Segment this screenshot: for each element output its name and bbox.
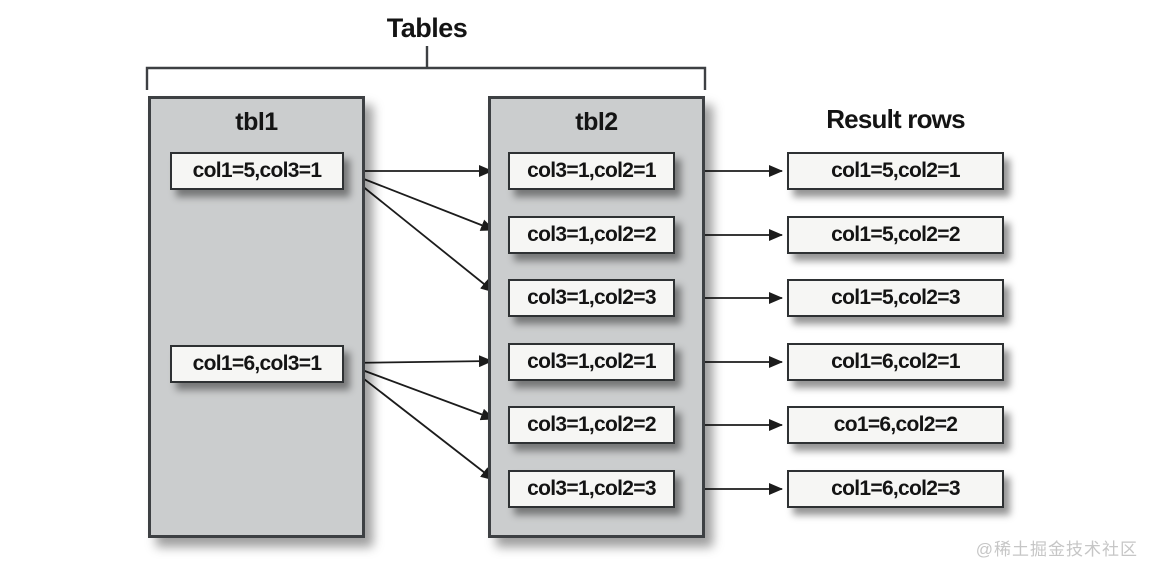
tbl2-row: col3=1,col2=3 [508,470,675,508]
tbl2-title: tbl2 [575,108,618,136]
result-row: col1=5,col2=3 [787,279,1004,317]
tbl2-row: col3=1,col2=1 [508,152,675,190]
tbl2-row: col3=1,col2=1 [508,343,675,381]
diagram-title: Tables [386,13,468,43]
watermark: @稀土掘金技术社区 [975,540,1138,559]
result-row: col1=6,col2=1 [787,343,1004,381]
result-row: co1=6,col2=2 [787,406,1004,444]
tbl2-row: col3=1,col2=2 [508,216,675,254]
tbl2-row: col3=1,col2=2 [508,406,675,444]
tbl1-row: col1=6,col3=1 [170,345,344,383]
tables-bracket [145,46,707,90]
result-row: col1=5,col2=1 [787,152,1004,190]
result-row: col1=5,col2=2 [787,216,1004,254]
tbl1-row: col1=5,col3=1 [170,152,344,190]
tbl1-title: tbl1 [235,108,278,136]
join-arrows-tbl1-to-tbl2 [345,165,495,481]
tbl2-row: col3=1,col2=3 [508,279,675,317]
result-rows-title: Result rows [826,104,965,134]
result-row: col1=6,col2=3 [787,470,1004,508]
